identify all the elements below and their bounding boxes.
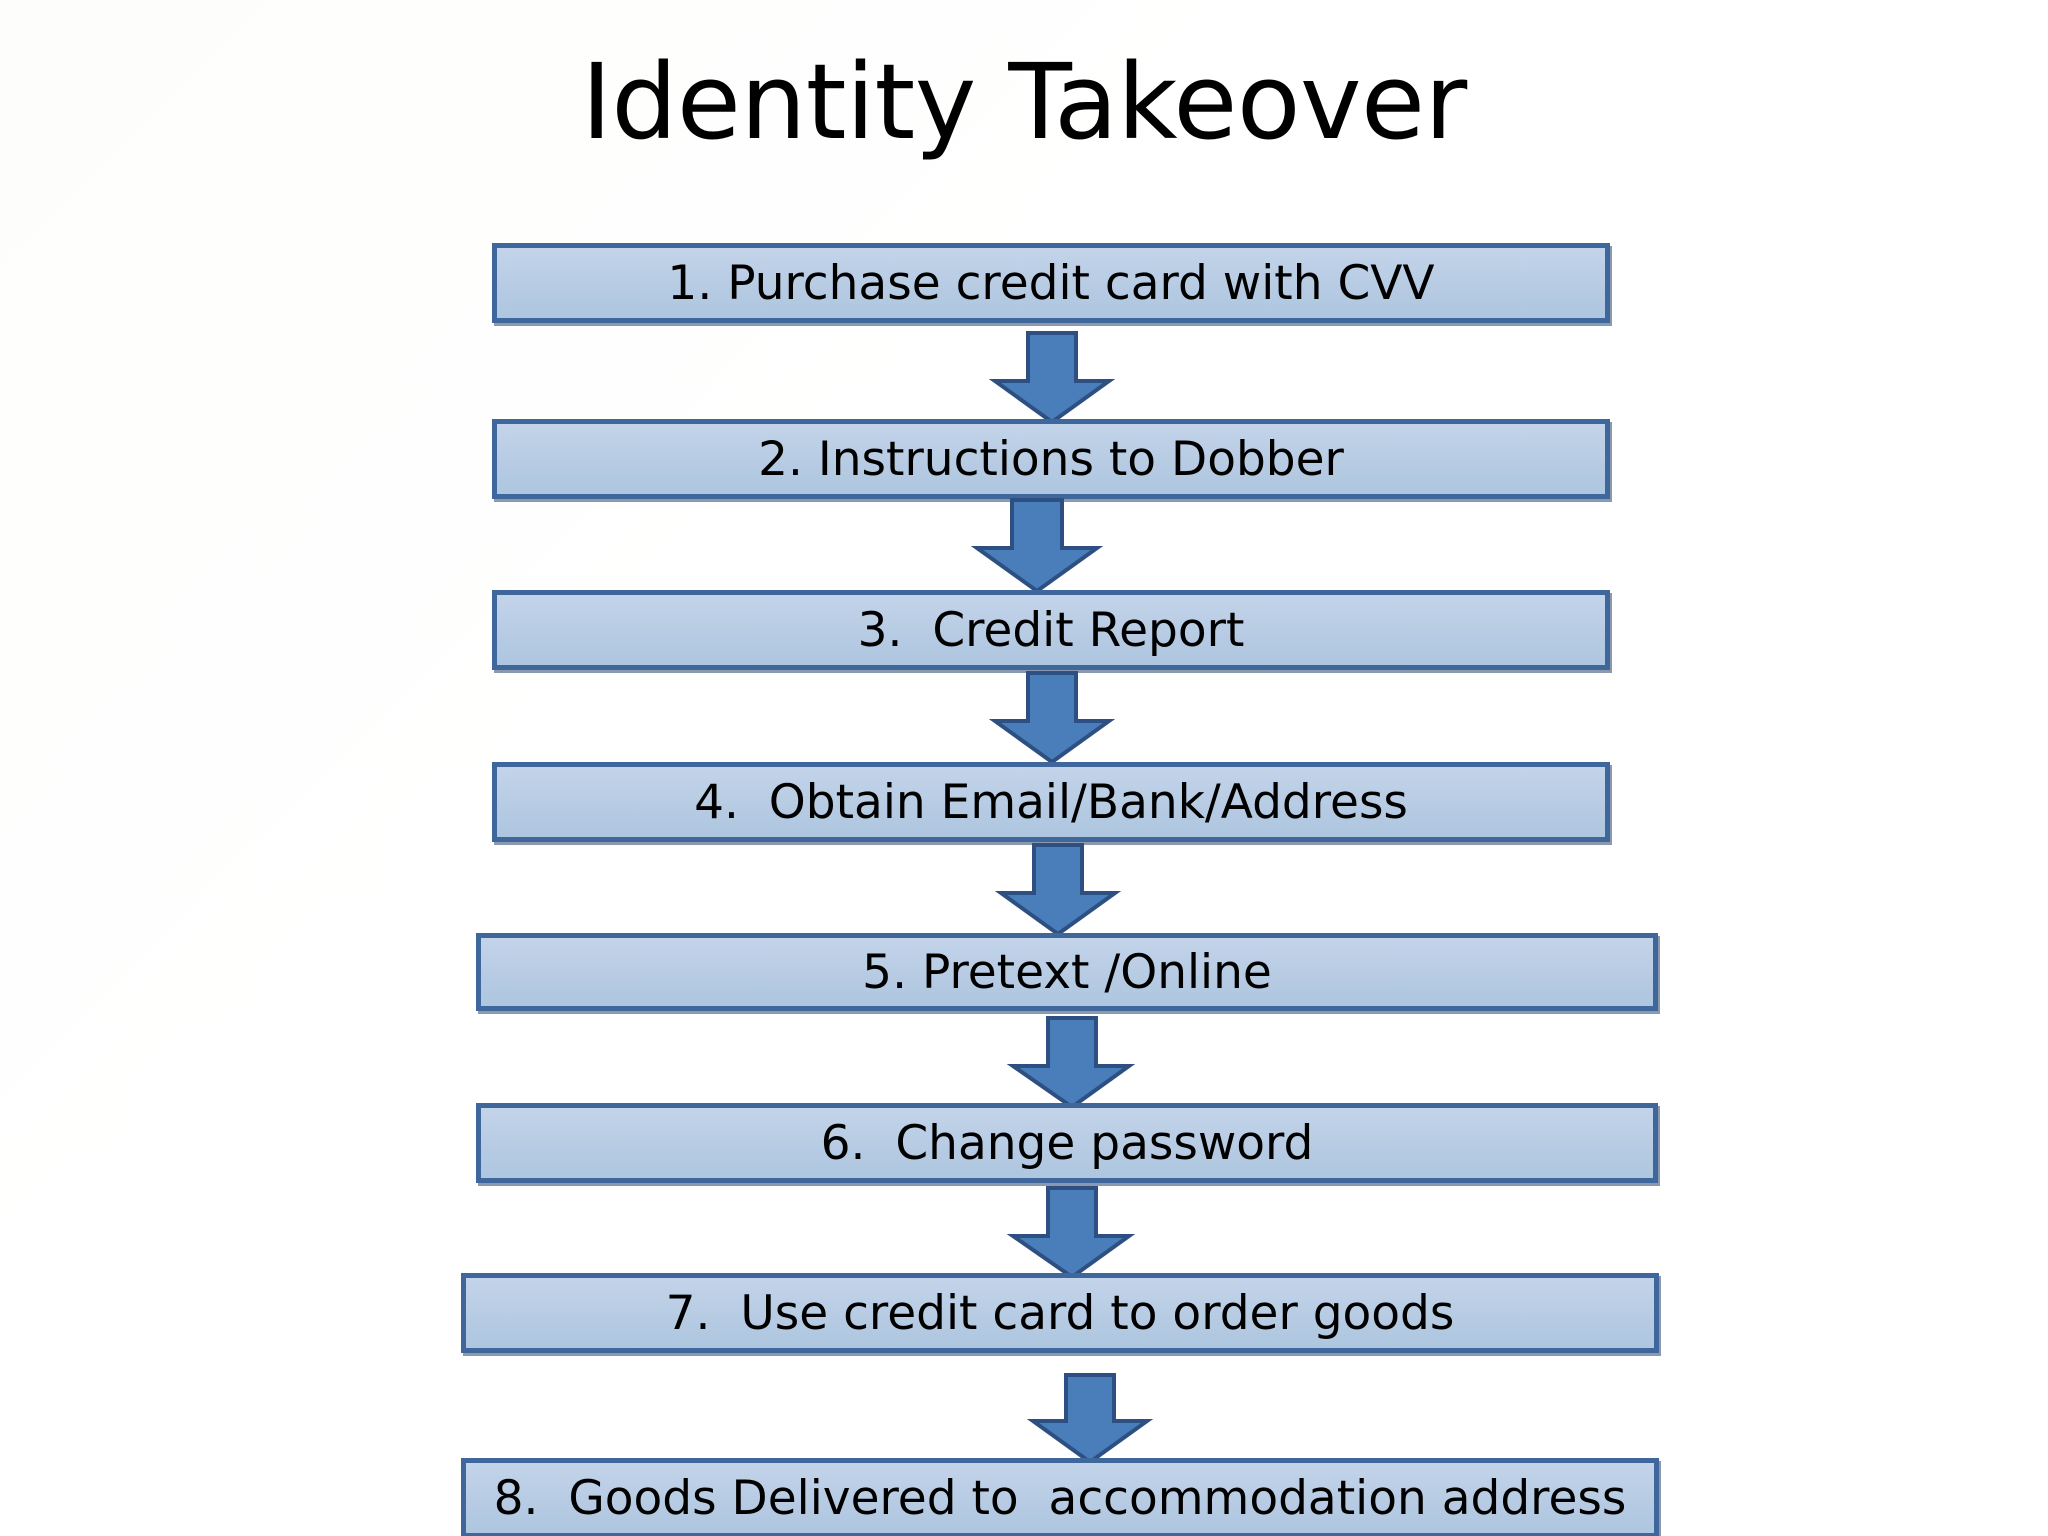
down-arrow-icon-1 [988, 331, 1116, 425]
flow-step-8[interactable]: 8. Goods Delivered to accommodation addr… [461, 1458, 1659, 1536]
flow-step-6[interactable]: 6. Change password [476, 1103, 1658, 1183]
down-arrow-icon-5 [1006, 1016, 1136, 1110]
flow-step-1-label: 1. Purchase credit card with CVV [667, 255, 1435, 311]
flow-step-6-label: 6. Change password [820, 1115, 1314, 1171]
flow-step-3[interactable]: 3. Credit Report [492, 590, 1610, 670]
flow-step-5-label: 5. Pretext /Online [862, 944, 1272, 1000]
flow-step-5[interactable]: 5. Pretext /Online [476, 933, 1658, 1011]
flow-step-2-label: 2. Instructions to Dobber [758, 431, 1344, 487]
flow-step-7[interactable]: 7. Use credit card to order goods [461, 1273, 1659, 1353]
flow-step-8-label: 8. Goods Delivered to accommodation addr… [493, 1470, 1627, 1526]
down-arrow-icon-2 [970, 498, 1104, 594]
down-arrow-icon-3 [988, 671, 1116, 765]
down-arrow-icon-7 [1026, 1373, 1154, 1465]
down-arrow-icon-6 [1006, 1186, 1136, 1280]
flow-step-4[interactable]: 4. Obtain Email/Bank/Address [492, 762, 1610, 842]
flow-step-7-label: 7. Use credit card to order goods [665, 1285, 1455, 1341]
flow-step-1[interactable]: 1. Purchase credit card with CVV [492, 243, 1610, 323]
flow-step-2[interactable]: 2. Instructions to Dobber [492, 419, 1610, 499]
down-arrow-icon-4 [994, 843, 1122, 937]
flow-step-3-label: 3. Credit Report [857, 602, 1245, 658]
page-title: Identity Takeover [581, 41, 1467, 163]
flow-step-4-label: 4. Obtain Email/Bank/Address [694, 774, 1408, 830]
